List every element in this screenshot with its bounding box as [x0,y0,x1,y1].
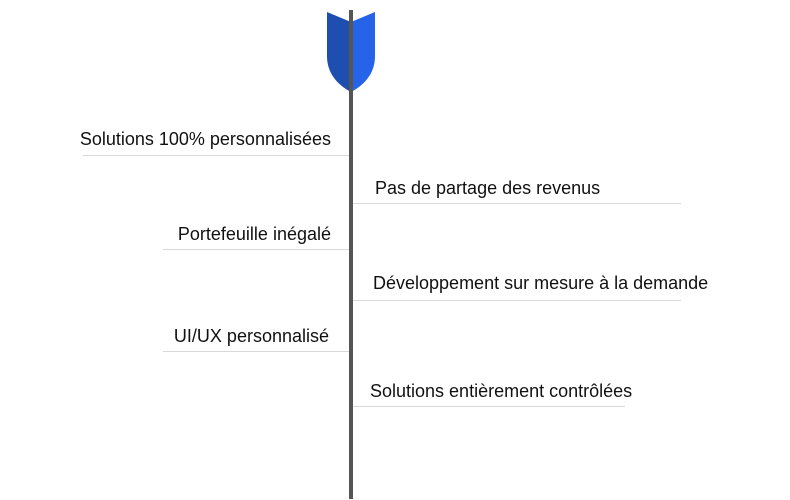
feature-underline [353,203,681,204]
feature-label-custom-development: Développement sur mesure à la demande [373,273,709,293]
feature-underline [353,300,681,301]
feature-underline [163,249,349,250]
feature-label-custom-uiux: UI/UX personnalisé [173,326,329,346]
feature-label-controlled-solutions: Solutions entièrement contrôlées [370,381,633,401]
feature-label-custom-solutions: Solutions 100% personnalisées [79,129,331,149]
feature-underline [83,155,349,156]
arrow-fletching-icon [327,12,375,92]
feature-underline [353,406,625,407]
feature-underline [163,351,349,352]
feature-label-no-revenue-share: Pas de partage des revenus [375,178,601,198]
feature-label-portfolio: Portefeuille inégalé [177,224,331,244]
arrow-shaft-icon [349,10,353,499]
